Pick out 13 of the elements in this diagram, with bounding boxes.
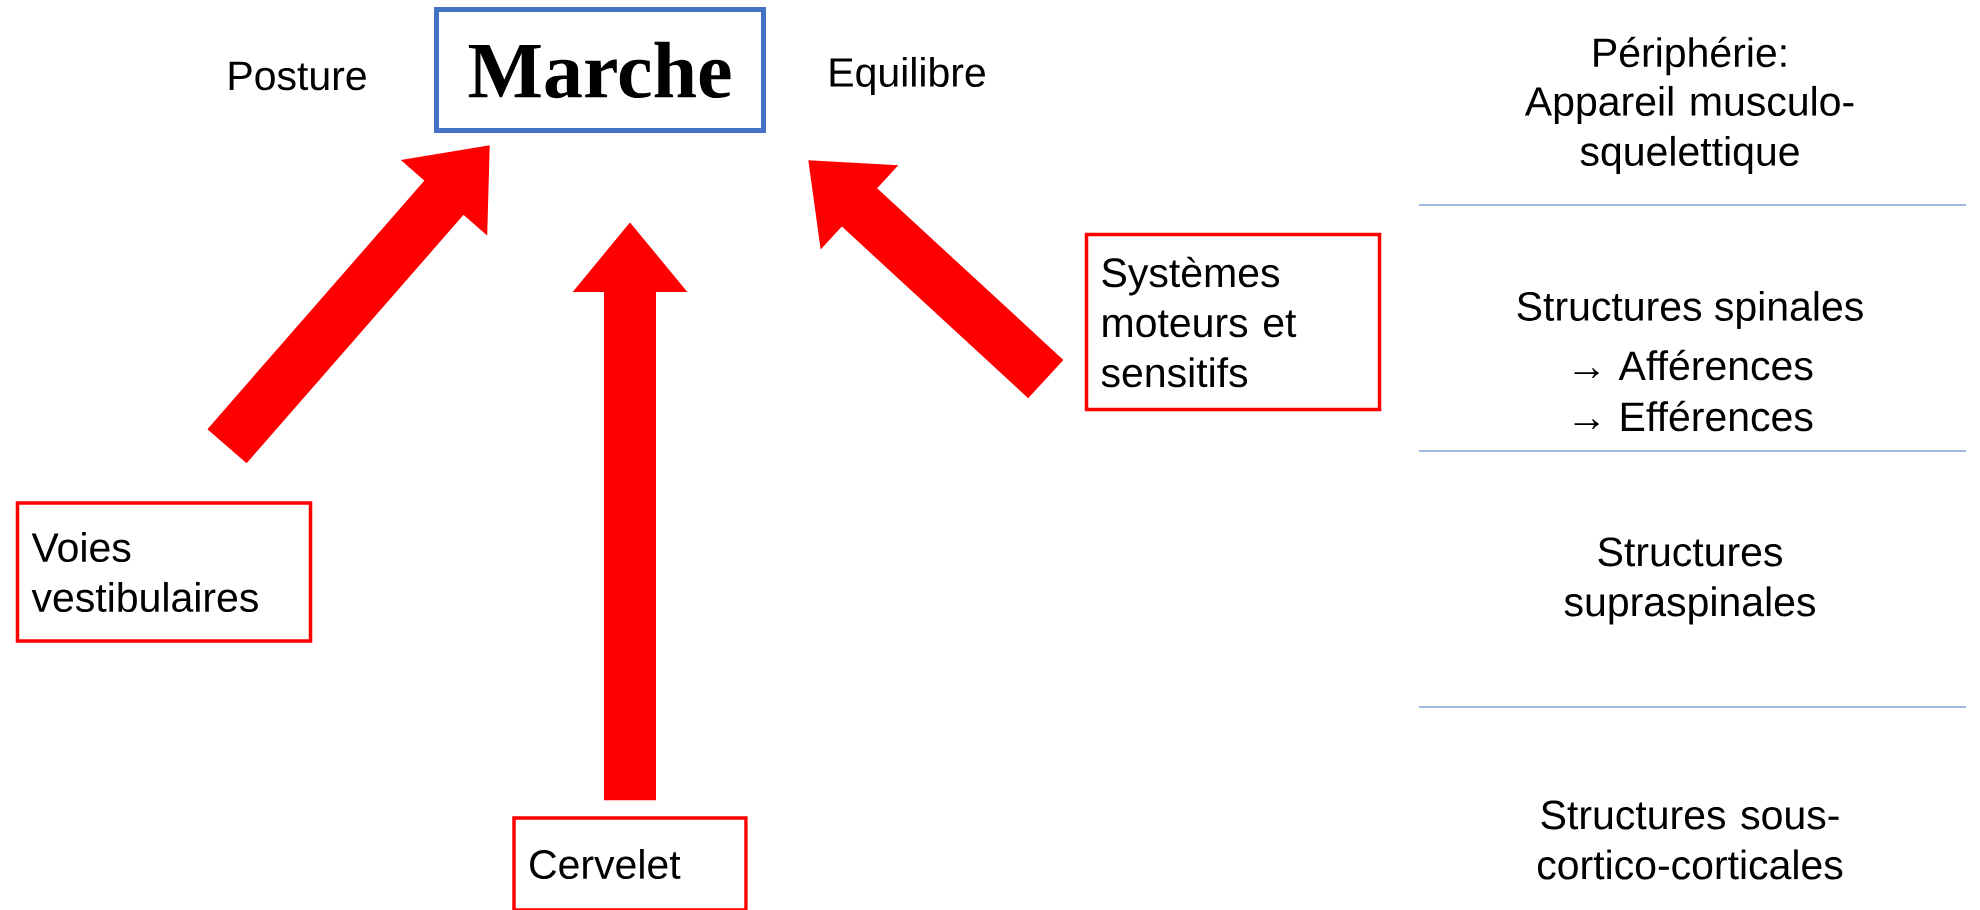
label-text: Structures supraspinales (1564, 537, 1815, 625)
label-box: Cervelet (512, 816, 748, 910)
label-text: Equilibre (830, 56, 985, 96)
title-box: Marche (434, 7, 766, 133)
label-box: Voies vestibulaires (15, 501, 313, 643)
label-text: Structures spinales (1517, 290, 1863, 330)
label-text: Structures sous-cortico-corticales (1537, 800, 1843, 880)
label-text: → Afférences (1574, 349, 1813, 381)
label-box: Systèmes moteurs et sensitifs (1084, 232, 1382, 412)
label-text: Posture (229, 61, 366, 91)
label-text: → Efférences (1574, 400, 1813, 432)
label-text: Appareil musculo-squelettique (1524, 85, 1854, 175)
label-text: Périphérie: (1594, 36, 1786, 76)
